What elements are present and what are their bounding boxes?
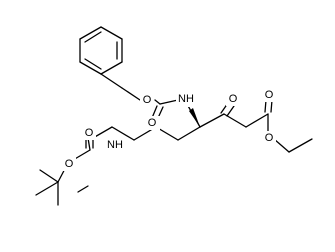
atom-labels: O NH O O O O NH O O [62, 88, 276, 171]
alpha-to-ketone-carbon-bond [199, 113, 225, 128]
ring-to-ch2-bond [100, 73, 123, 89]
oxygen-to-ethyl-bond [273, 138, 290, 153]
side-chain-bond-1 [177, 126, 201, 141]
atom-o-ester-carbonyl: O [265, 89, 274, 101]
atom-o-ketone: O [229, 93, 238, 105]
boc-oxygen-link-bond [77, 185, 89, 193]
ch2-to-oxygen-bond [121, 87, 141, 101]
atom-o-boc-ether: O [65, 158, 74, 170]
oxygen-to-carbonyl-bond [154, 99, 161, 105]
atom-nh-boc: NH [107, 139, 123, 151]
side-chain-bond-4 [111, 126, 135, 141]
atom-o-ester-ether: O [265, 132, 274, 144]
tbu-methyl-bond-up [39, 169, 59, 183]
stereo-wedge [189, 108, 200, 127]
atom-o-boc-carbonyl: O [85, 127, 94, 139]
atom-o-cbz-ether: O [143, 94, 152, 106]
carbonyl-to-nh-bond [159, 99, 179, 105]
ketone-double-bond-b [226, 105, 235, 117]
side-chain-bond-5 [92, 126, 113, 139]
benzene-ring [79, 26, 123, 75]
atom-nh-cbz: NH [178, 93, 194, 105]
ethyl-bond [288, 138, 313, 153]
ketone-to-ch2-bond [223, 113, 247, 128]
ch2-to-ester-carbon-bond [245, 113, 269, 128]
tbu-methyl-bond-left [35, 181, 59, 196]
atom-o-cbz-carbonyl: O [148, 117, 157, 129]
